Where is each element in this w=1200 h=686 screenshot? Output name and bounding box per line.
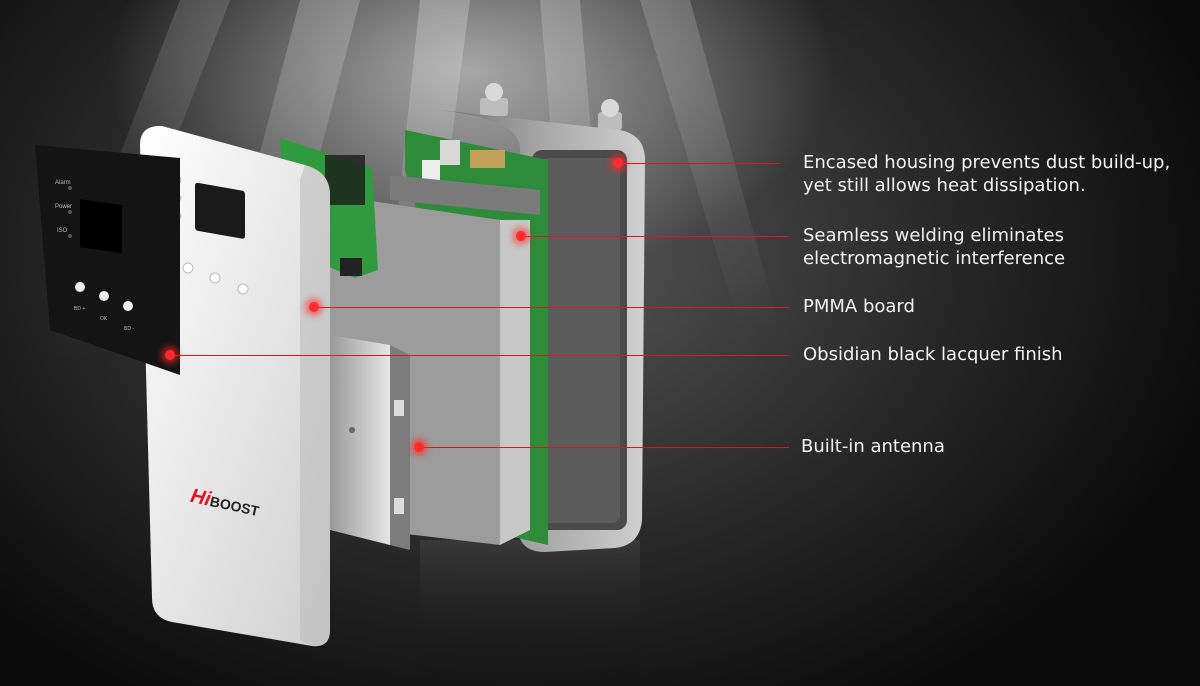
button-label-bd-plus: BD +: [74, 306, 86, 312]
black-front-panel: [35, 145, 180, 375]
callout-line-housing: [618, 163, 780, 164]
callout-text-housing: Encased housing prevents dust build-up, …: [803, 151, 1170, 197]
callout-text-antenna: Built-in antenna: [801, 435, 945, 458]
callout-pmma-line-1: PMMA board: [803, 296, 915, 317]
callout-dot-pmma: [309, 302, 319, 312]
callout-dot-lacquer: [165, 350, 175, 360]
callout-lacquer-line-1: Obsidian black lacquer finish: [803, 344, 1063, 365]
callout-dot-antenna: [414, 442, 424, 452]
button-label-ok: OK: [100, 316, 108, 322]
callout-line-lacquer: [170, 355, 789, 356]
led-label-iso: ISO: [57, 228, 68, 234]
front-cover: [140, 125, 330, 647]
callout-housing-line-1: Encased housing prevents dust build-up,: [803, 152, 1171, 173]
callout-line-pmma: [314, 307, 789, 308]
callout-welding-line-1: Seamless welding eliminates: [803, 225, 1064, 246]
callout-dot-welding: [516, 231, 526, 241]
callout-dot-housing: [613, 158, 623, 168]
callout-text-welding: Seamless welding eliminates electromagne…: [803, 224, 1065, 270]
floor-reflection: [420, 540, 640, 686]
button-label-bd-minus: BD -: [124, 326, 134, 332]
callout-text-lacquer: Obsidian black lacquer finish: [803, 343, 1063, 366]
callout-housing-line-2: yet still allows heat dissipation.: [803, 175, 1086, 196]
led-label-alarm: Alarm: [55, 180, 71, 186]
callout-welding-line-2: electromagnetic interference: [803, 248, 1066, 269]
callout-antenna-line-1: Built-in antenna: [801, 436, 945, 457]
callout-line-antenna: [419, 447, 789, 448]
led-label-power: Power: [55, 204, 73, 210]
callout-line-welding: [521, 236, 789, 237]
callout-text-pmma: PMMA board: [803, 295, 915, 318]
antenna-plate: [330, 335, 410, 550]
